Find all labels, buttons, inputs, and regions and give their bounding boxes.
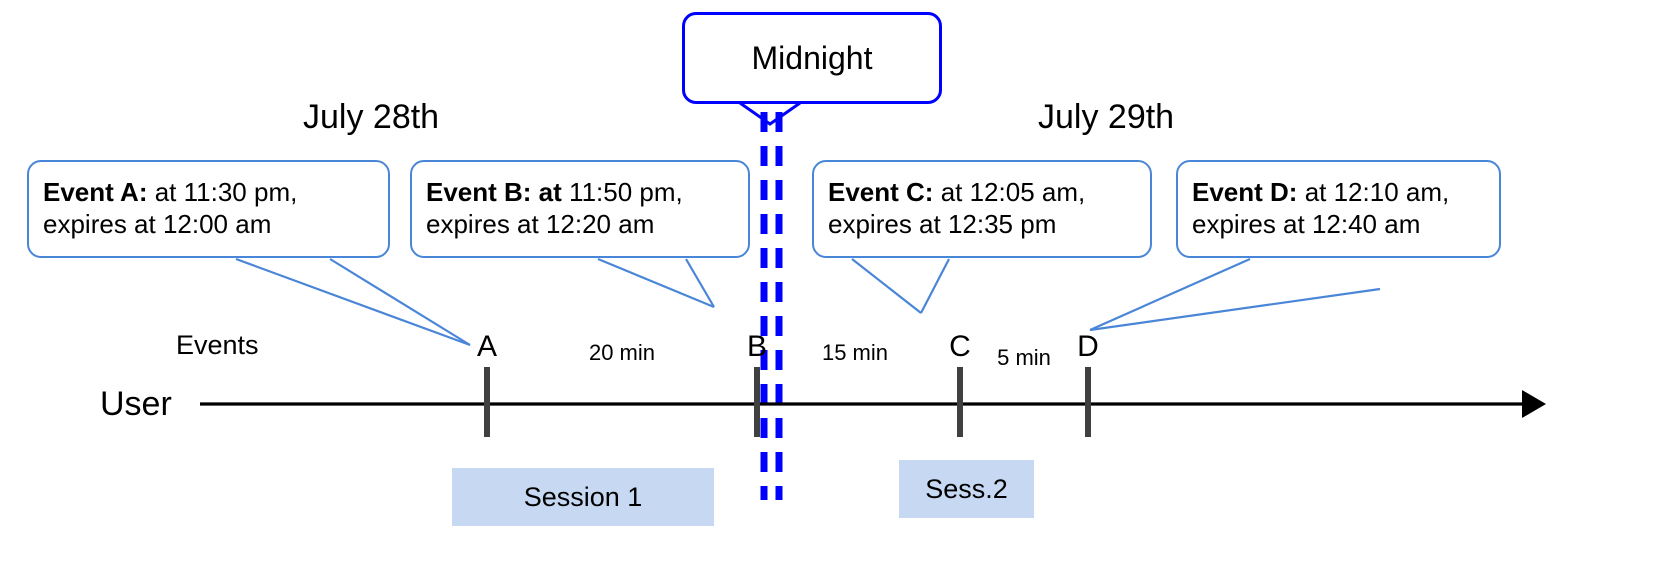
event-point-letter-b: B (746, 330, 768, 363)
session-box-1: Session 1 (452, 468, 714, 526)
event-callout-b: Event B: at 11:50 pm, expires at 12:20 a… (410, 160, 750, 258)
user-row-label: User (100, 385, 172, 423)
midnight-callout: Midnight (682, 12, 942, 104)
event-point-letter-a: A (476, 330, 498, 363)
event-c-line2: expires at 12:35 pm (828, 209, 1057, 239)
interval-label-cd: 5 min (997, 345, 1051, 370)
event-d-bold: Event D: (1192, 177, 1298, 208)
event-d-line2: expires at 12:40 am (1192, 209, 1421, 239)
midnight-bubble-tail (739, 101, 801, 126)
event-callout-d: Event D: at 12:10 am, expires at 12:40 a… (1176, 160, 1501, 258)
session-1-label: Session 1 (523, 481, 643, 512)
event-b-line1: 11:50 pm, (561, 177, 683, 208)
event-a-bold: Event A: (43, 177, 148, 208)
leader-line-a (235, 257, 471, 347)
timeline-axis (200, 390, 1546, 418)
date-label-right: July 29th (1038, 98, 1175, 136)
leader-line-c (851, 258, 950, 314)
events-row-label: Events (176, 330, 259, 360)
event-d-line1: at 12:10 am, (1297, 177, 1450, 208)
event-a-line2: expires at 12:00 am (43, 209, 272, 239)
event-c-bold: Event C: (828, 177, 934, 208)
leader-line-d (1089, 257, 1381, 332)
date-label-left: July 28th (303, 98, 440, 136)
session-box-2: Sess.2 (899, 460, 1034, 518)
event-callout-c: Event C: at 12:05 am, expires at 12:35 p… (812, 160, 1152, 258)
event-point-letter-c: C (949, 330, 971, 363)
event-a-line1: at 11:30 pm, (147, 177, 298, 208)
event-b-bold: Event B: at (426, 177, 562, 208)
session-2-label: Sess.2 (925, 473, 1008, 504)
interval-label-ab: 20 min (588, 340, 656, 365)
event-callout-a: Event A: at 11:30 pm, expires at 12:00 a… (27, 160, 390, 258)
midnight-divider (760, 112, 783, 500)
event-b-line2: expires at 12:20 am (426, 209, 655, 239)
event-point-letter-d: D (1077, 330, 1099, 363)
interval-label-bc: 15 min (821, 340, 889, 365)
midnight-label: Midnight (751, 39, 873, 76)
leader-line-b (597, 257, 715, 309)
event-c-line1: at 12:05 am, (933, 177, 1086, 208)
event-ticks (484, 367, 1091, 437)
